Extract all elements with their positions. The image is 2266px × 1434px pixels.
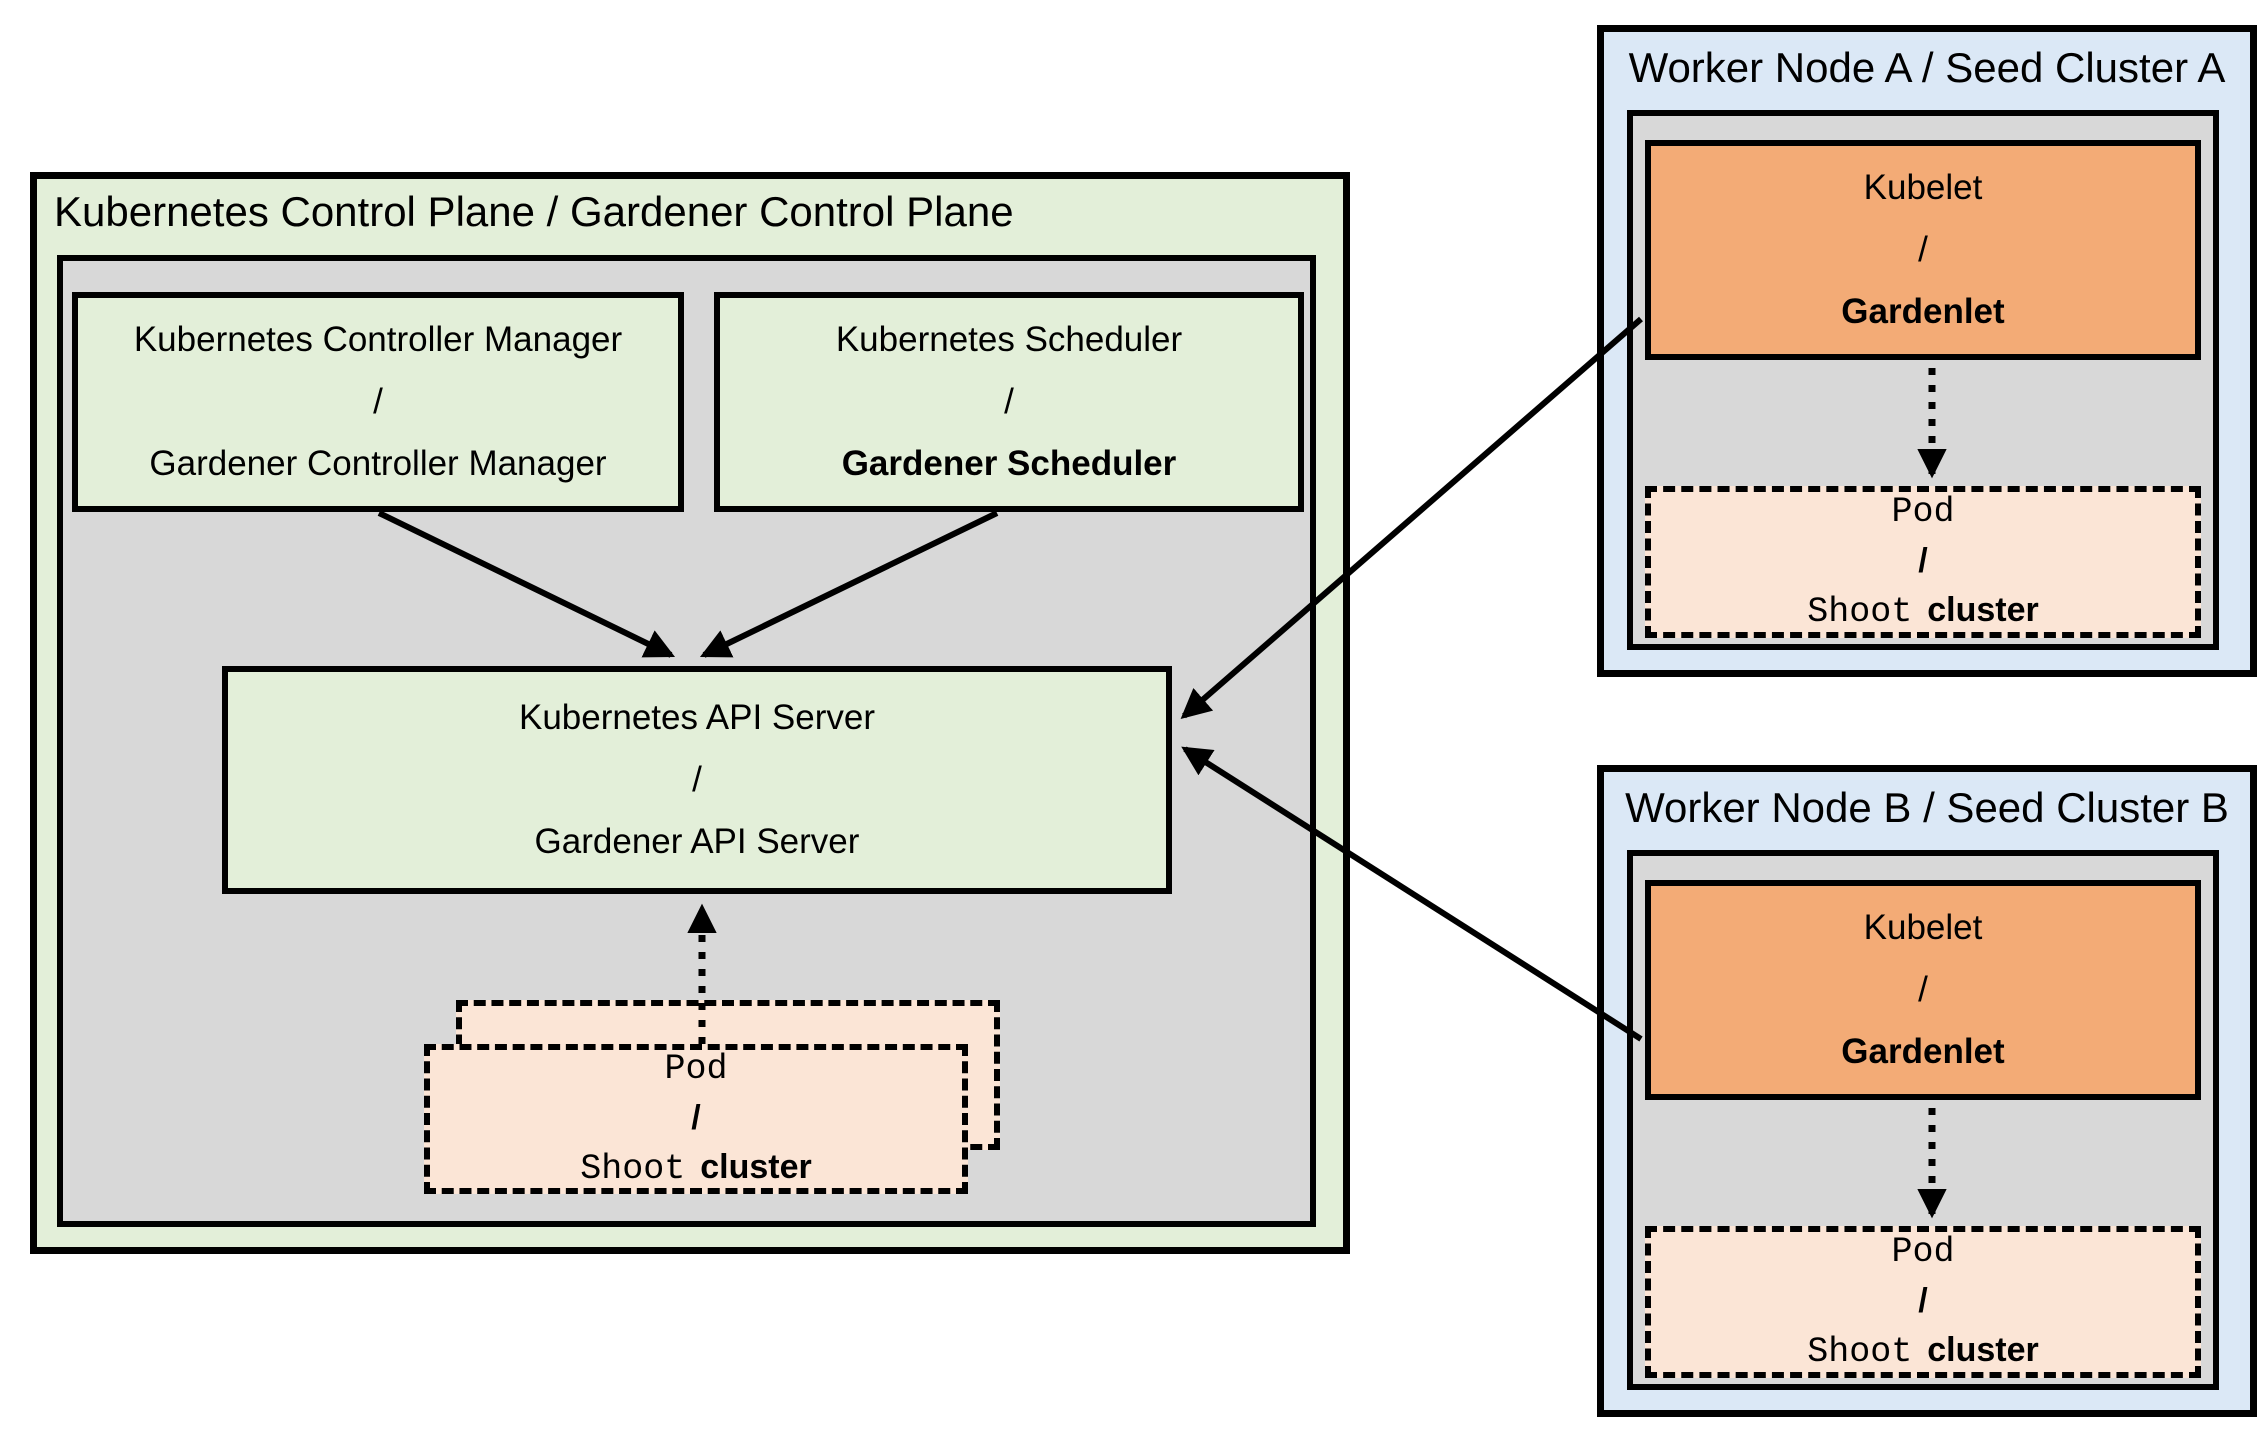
control-plane-title: Kubernetes Control Plane / Gardener Cont… (54, 188, 1014, 235)
worker-node-a-kubelet-box: Kubelet / Gardenlet (1645, 140, 2201, 360)
worker-a-pod-line3: Shoot cluster (1807, 586, 2039, 637)
pod-line3-cluster: cluster (700, 1147, 812, 1186)
worker-a-pod-line1: Pod (1891, 491, 1955, 532)
worker-node-b-pod-box: Pod / Shoot cluster (1645, 1226, 2201, 1378)
worker-b-pod-line3-shoot: Shoot (1807, 1331, 1913, 1372)
api-server-line1: Kubernetes API Server (518, 698, 876, 737)
pod-separator: / (691, 1098, 701, 1137)
pod-shoot-cluster-box: Pod / Shoot cluster (424, 1044, 968, 1194)
worker-a-pod-line3-cluster: cluster (1927, 590, 2039, 629)
controller-manager-separator: / (373, 382, 383, 421)
worker-b-pod-line1: Pod (1891, 1231, 1955, 1272)
worker-a-pod-line3-shoot: Shoot (1807, 591, 1913, 632)
controller-manager-box: Kubernetes Controller Manager / Gardener… (72, 292, 684, 512)
api-server-box: Kubernetes API Server / Gardener API Ser… (222, 666, 1172, 894)
worker-node-a-pod-box: Pod / Shoot cluster (1645, 486, 2201, 638)
worker-a-kubelet-separator: / (1918, 230, 1928, 269)
api-server-separator: / (692, 760, 702, 799)
scheduler-line2: Gardener Scheduler (841, 444, 1177, 483)
worker-node-a-title: Worker Node A / Seed Cluster A (1628, 44, 2226, 91)
worker-node-b-title: Worker Node B / Seed Cluster B (1625, 784, 2229, 831)
scheduler-separator: / (1004, 382, 1014, 421)
worker-b-pod-line3-cluster: cluster (1927, 1330, 2039, 1369)
worker-b-pod-line3: Shoot cluster (1807, 1326, 2039, 1377)
pod-line1: Pod (664, 1048, 728, 1089)
worker-a-kubelet-line1: Kubelet (1863, 168, 1983, 207)
worker-b-kubelet-line2: Gardenlet (1841, 1032, 2005, 1071)
worker-b-pod-separator: / (1918, 1281, 1928, 1320)
worker-a-pod-separator: / (1918, 541, 1928, 580)
scheduler-box: Kubernetes Scheduler / Gardener Schedule… (714, 292, 1304, 512)
scheduler-line1: Kubernetes Scheduler (835, 320, 1183, 359)
controller-manager-line1: Kubernetes Controller Manager (133, 320, 623, 359)
worker-b-kubelet-separator: / (1918, 970, 1928, 1009)
pod-line3-shoot: Shoot (580, 1148, 686, 1189)
controller-manager-line2: Gardener Controller Manager (149, 444, 607, 483)
pod-line3: Shoot cluster (580, 1143, 812, 1194)
worker-node-b-kubelet-box: Kubelet / Gardenlet (1645, 880, 2201, 1100)
worker-b-kubelet-line1: Kubelet (1863, 908, 1983, 947)
api-server-line2: Gardener API Server (534, 822, 860, 861)
worker-a-kubelet-line2: Gardenlet (1841, 292, 2005, 331)
